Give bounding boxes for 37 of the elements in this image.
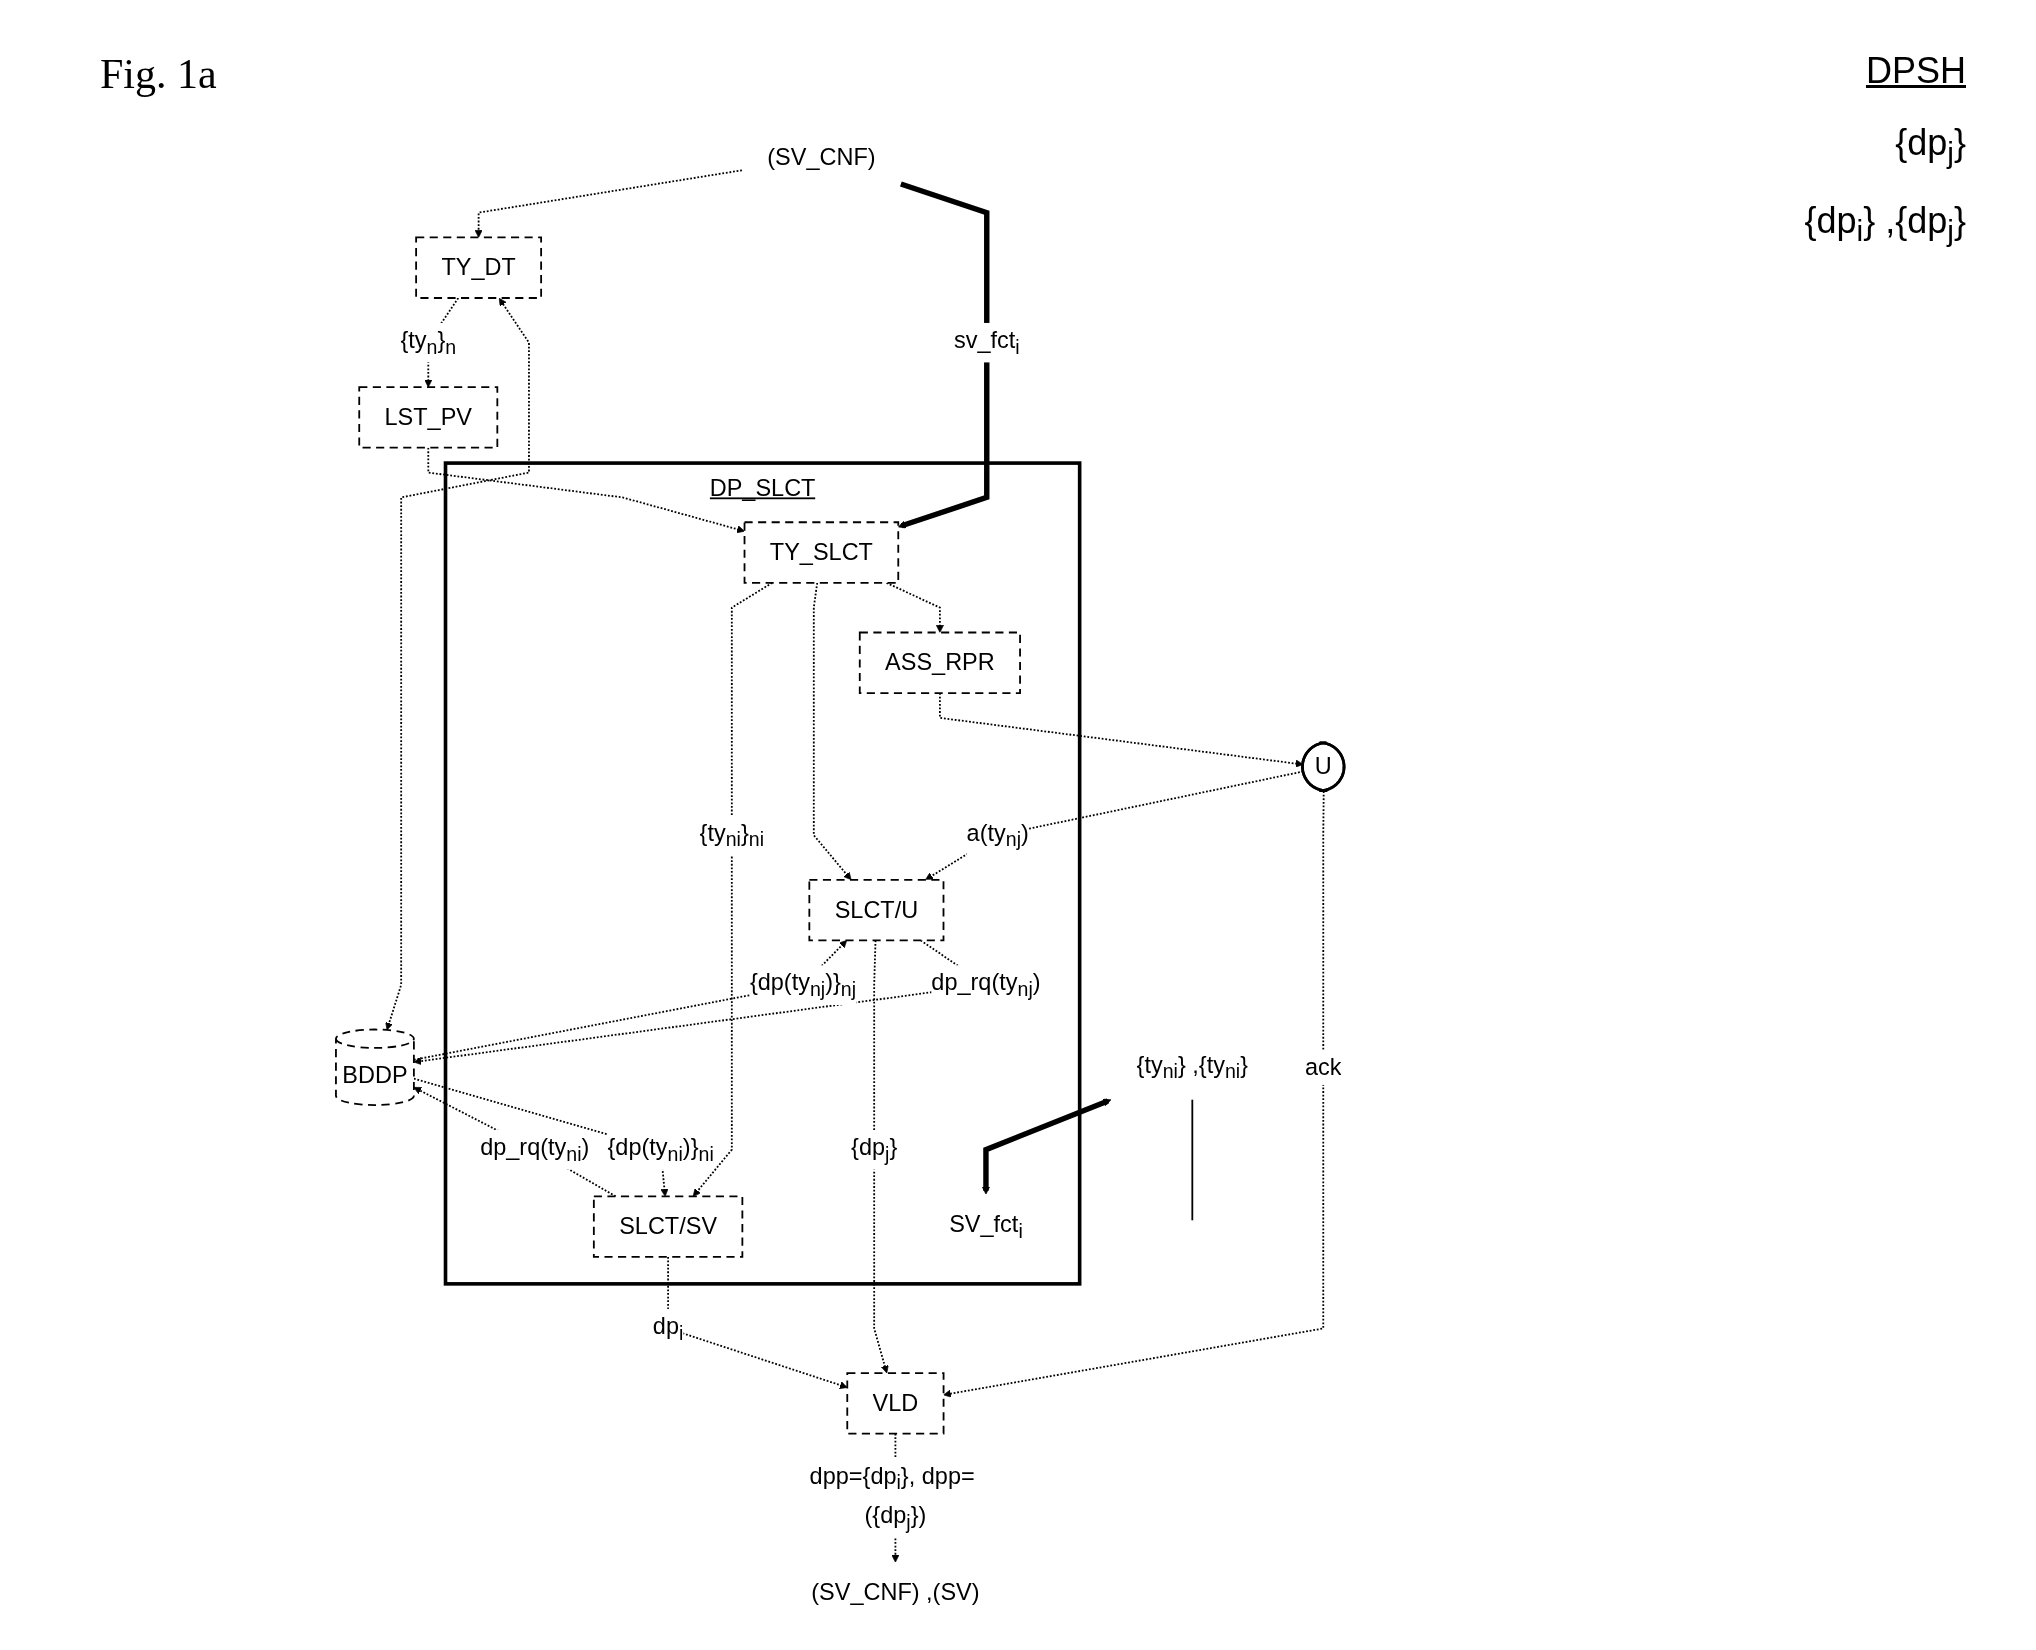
node-box: VLD	[846, 1372, 945, 1435]
arrow	[474, 169, 743, 238]
node-text: (SV_CNF) ,(SV)	[811, 1578, 980, 1606]
arrow	[873, 939, 889, 1374]
signal-label: {dp$_{i}$} ,{dp$_{j}$}	[1804, 200, 1966, 249]
arrow	[897, 181, 990, 529]
connector	[1191, 1098, 1194, 1222]
node-text: {ty$_{ni}$} ,{ty$_{ni}$}	[1136, 1051, 1249, 1083]
arrow	[667, 1256, 848, 1389]
edge-label: {ty$_{ni}$}$_{ni}$	[699, 819, 765, 851]
edge-label: dp_rq(ty$_{nj}$)	[931, 968, 1041, 1001]
edge-label: sv_fct$_{i}$	[953, 326, 1020, 359]
arrow	[981, 1098, 1112, 1195]
edge-label: {ty$_{n}$}$_{n}$	[400, 326, 457, 359]
node-box: LST_PV	[358, 386, 499, 449]
edge-label: dp_rq(ty$_{ni}$)	[480, 1133, 590, 1166]
node-box: ASS_RPR	[858, 631, 1021, 694]
arrow	[427, 446, 745, 534]
node-box: SLCT/U	[808, 878, 945, 942]
node-box: TY_DT	[415, 236, 543, 299]
figure-title: Fig. 1a	[100, 50, 217, 98]
edge-label: a(ty$_{nj}$)	[966, 819, 1029, 851]
node-box: TY_SLCT	[743, 521, 900, 584]
node-box: SLCT/SV	[592, 1195, 744, 1258]
node-text: SV_fct$_{i}$	[949, 1210, 1023, 1243]
node-text: (SV_CNF)	[767, 143, 876, 171]
arrow	[412, 1077, 669, 1197]
signal-label: {dp$_{j}$}	[1895, 122, 1966, 171]
system-heading: DPSH	[1865, 50, 1966, 92]
edge-label: {dp(ty$_{ni}$)}$_{ni}$	[607, 1133, 714, 1166]
arrow	[885, 581, 944, 633]
arrow	[812, 581, 852, 881]
edge-label: dpp={dp$_{i}$}, dpp= ({dp$_{j}$})	[809, 1462, 975, 1534]
edge-label: dp$_{i}$	[652, 1312, 684, 1345]
edge-label: {dp$_{j}$}	[851, 1133, 898, 1166]
edge-label: {dp(ty$_{nj}$)}$_{nj}$	[749, 968, 857, 1001]
edge-label: ack	[1304, 1053, 1342, 1081]
